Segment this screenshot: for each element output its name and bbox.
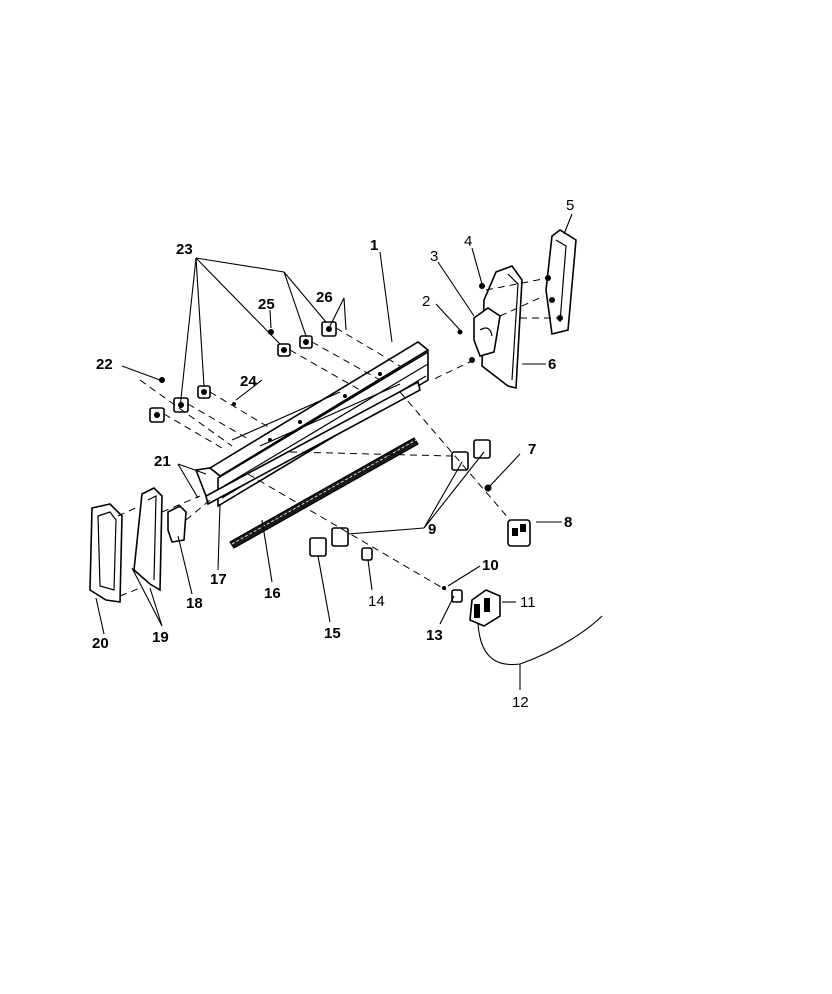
left-end-panel-part <box>89 503 123 603</box>
callout-22: 22 <box>96 356 113 373</box>
callout-5: 5 <box>566 197 574 214</box>
callout-20: 20 <box>92 635 109 652</box>
callout-9: 9 <box>428 521 436 538</box>
leader-lines <box>95 213 573 690</box>
right-end-bracket-part <box>545 229 577 335</box>
left-side-panel-part <box>133 487 163 592</box>
callout-7: 7 <box>528 441 536 458</box>
callout-6: 6 <box>548 356 556 373</box>
switch-parts <box>309 439 531 557</box>
callout-13: 13 <box>426 627 443 644</box>
callout-8: 8 <box>564 514 572 531</box>
pin-part <box>361 547 373 561</box>
callout-2: 2 <box>422 293 430 310</box>
connector-part <box>442 586 463 603</box>
callout-19: 19 <box>152 629 169 646</box>
terminal-block-part <box>469 589 603 666</box>
knob-parts <box>149 321 337 423</box>
callout-1: 1 <box>370 237 378 254</box>
callout-labels: 1 2 3 4 5 6 7 8 9 10 11 12 13 14 15 16 1… <box>92 197 574 711</box>
callout-10: 10 <box>482 557 499 574</box>
callout-4: 4 <box>464 233 472 250</box>
callout-15: 15 <box>324 625 341 642</box>
control-panel-part <box>194 341 430 508</box>
callout-18: 18 <box>186 595 203 612</box>
callout-23: 23 <box>176 241 193 258</box>
callout-14: 14 <box>368 593 385 610</box>
callout-24: 24 <box>240 373 257 390</box>
callout-12: 12 <box>512 694 529 711</box>
callout-3: 3 <box>430 248 438 265</box>
right-bracket-part <box>473 307 501 357</box>
callout-16: 16 <box>264 585 281 602</box>
callout-25: 25 <box>258 296 275 313</box>
callout-21: 21 <box>154 453 171 470</box>
assembly-lines <box>117 277 560 597</box>
callout-26: 26 <box>316 289 333 306</box>
left-bracket-part <box>167 505 187 543</box>
callout-17: 17 <box>210 571 227 588</box>
callout-11: 11 <box>520 594 536 611</box>
